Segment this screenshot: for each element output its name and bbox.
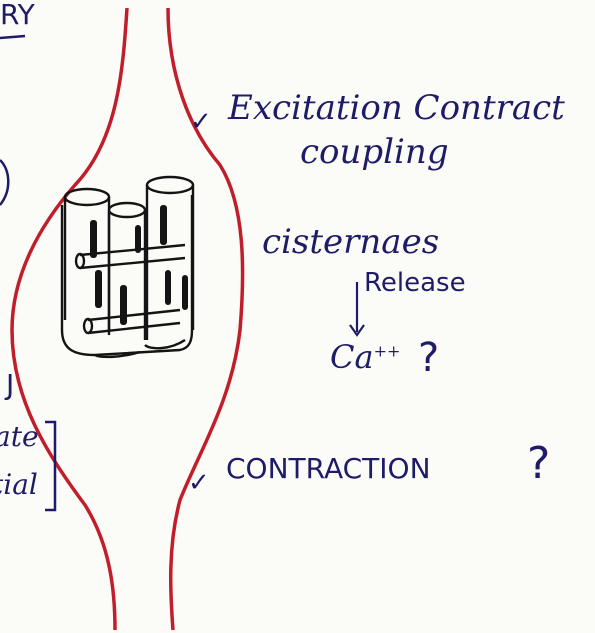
- calcium-label: Ca++: [330, 338, 400, 376]
- membrane-left-wall: [10, 7, 129, 631]
- left-fragment-ate: ate: [0, 420, 39, 453]
- question-mark-icon: ?: [418, 335, 440, 381]
- left-fragment-tial: tial: [0, 468, 38, 501]
- calcium-symbol: Ca: [330, 338, 374, 376]
- left-letter-j: J: [6, 368, 15, 401]
- top-left-fragment: RY: [0, 0, 35, 31]
- coupling-label: coupling: [300, 132, 449, 172]
- release-label: Release: [364, 268, 466, 298]
- arrow-down-icon: [349, 282, 365, 337]
- cisternae-label: cisternaes: [262, 222, 440, 262]
- contraction-label: CONTRACTION: [226, 452, 431, 485]
- membrane-right-wall: [166, 7, 245, 631]
- top-left-underline: [0, 34, 26, 40]
- question-mark-icon: ?: [527, 438, 551, 489]
- checkmark-icon: ✓: [188, 468, 210, 498]
- checkmark-icon: ✓: [190, 107, 212, 137]
- cistern-shading: [90, 205, 188, 325]
- left-bracket-fragment: [45, 420, 57, 512]
- sarcoplasmic-reticulum-sketch: [60, 175, 195, 359]
- excitation-contraction-label: Excitation Contract: [228, 88, 565, 128]
- calcium-charge: ++: [373, 341, 401, 361]
- left-paren-fragment: [0, 159, 10, 206]
